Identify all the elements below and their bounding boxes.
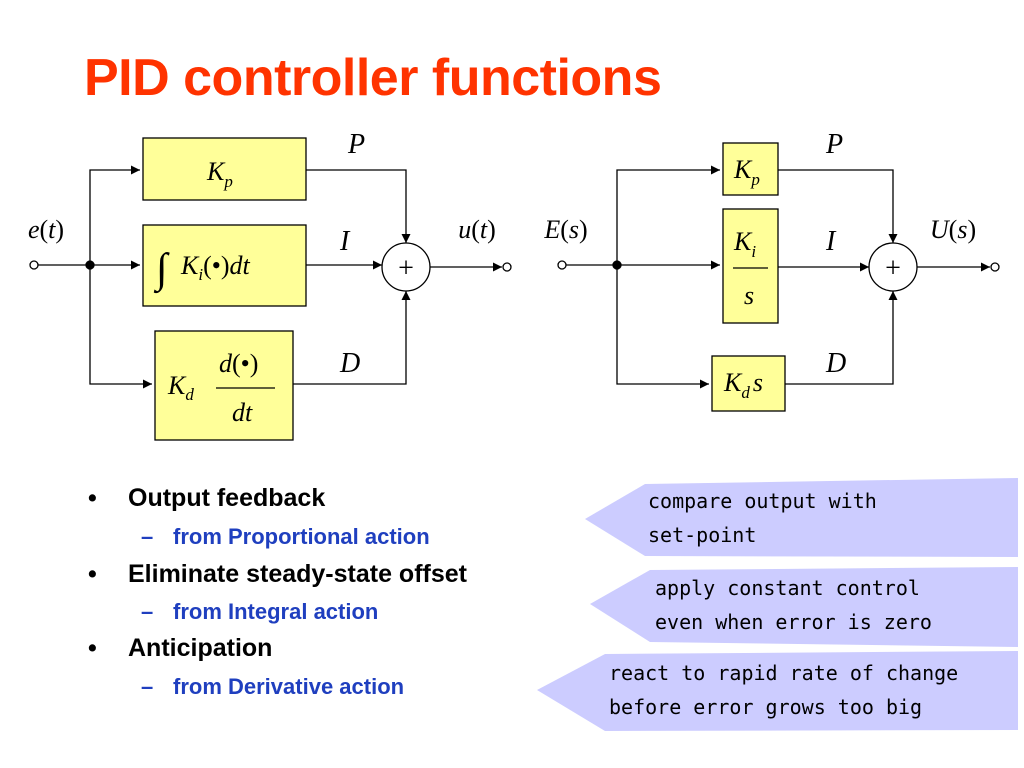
right-ki-block (722, 208, 779, 324)
callout-text-output-feedback: compare output with set-point (648, 489, 877, 547)
right-block-diagram (557, 165, 1000, 389)
left-d-label: D (339, 348, 360, 379)
callout-output-feedback (585, 478, 1018, 557)
left-output-label: u(t) (458, 215, 496, 244)
right-d-output (785, 291, 898, 385)
right-output-terminal (990, 262, 1000, 272)
right-input-terminal (557, 260, 567, 270)
svg-text:Ki: Ki (733, 227, 756, 261)
right-input-label: E(s) (543, 215, 587, 244)
right-p-label: P (825, 129, 843, 160)
right-p-branch (616, 165, 720, 265)
right-kd-block (711, 355, 786, 412)
svg-text:∫: ∫ (153, 246, 170, 294)
left-d-branch (89, 265, 152, 389)
left-d-output (293, 291, 411, 385)
left-ki-block (142, 224, 307, 307)
left-kd-block (154, 330, 294, 441)
callout-derivative (537, 651, 1018, 731)
svg-text:Ki(•)dt: Ki(•)dt (180, 251, 251, 284)
left-p-label: P (347, 129, 365, 160)
left-sum-symbol: + (398, 253, 414, 284)
left-output-terminal (502, 262, 512, 272)
callout-text-derivative: react to rapid rate of change before err… (609, 661, 959, 719)
left-ki-text: ∫ Ki(•)dt (153, 246, 251, 294)
svg-text:s: s (744, 281, 754, 310)
callout-text-integral: apply constant control even when error i… (655, 576, 932, 634)
right-sum-symbol: + (885, 253, 901, 284)
right-kp-block (722, 142, 779, 196)
right-i-label: I (825, 226, 837, 257)
left-kd-text: Kd d(•) dt (167, 349, 275, 427)
left-p-output (306, 169, 411, 243)
svg-text:d(•): d(•) (219, 349, 258, 378)
right-summing-junction (868, 242, 918, 292)
right-p-output (778, 169, 898, 243)
left-block-diagram (29, 165, 512, 389)
left-input-label: e(t) (28, 215, 64, 244)
left-i-label: I (339, 226, 351, 257)
left-input-terminal (29, 260, 39, 270)
right-d-branch (616, 265, 709, 389)
slide-title: PID controller functions (84, 49, 662, 107)
left-kp-block (142, 137, 307, 201)
svg-text:dt: dt (232, 398, 253, 427)
left-summing-junction (381, 242, 431, 292)
right-output-label: U(s) (930, 215, 976, 244)
left-p-branch (89, 165, 140, 265)
right-ki-text: Ki s (733, 227, 768, 310)
callout-integral (590, 567, 1018, 647)
right-d-label: D (825, 348, 846, 379)
